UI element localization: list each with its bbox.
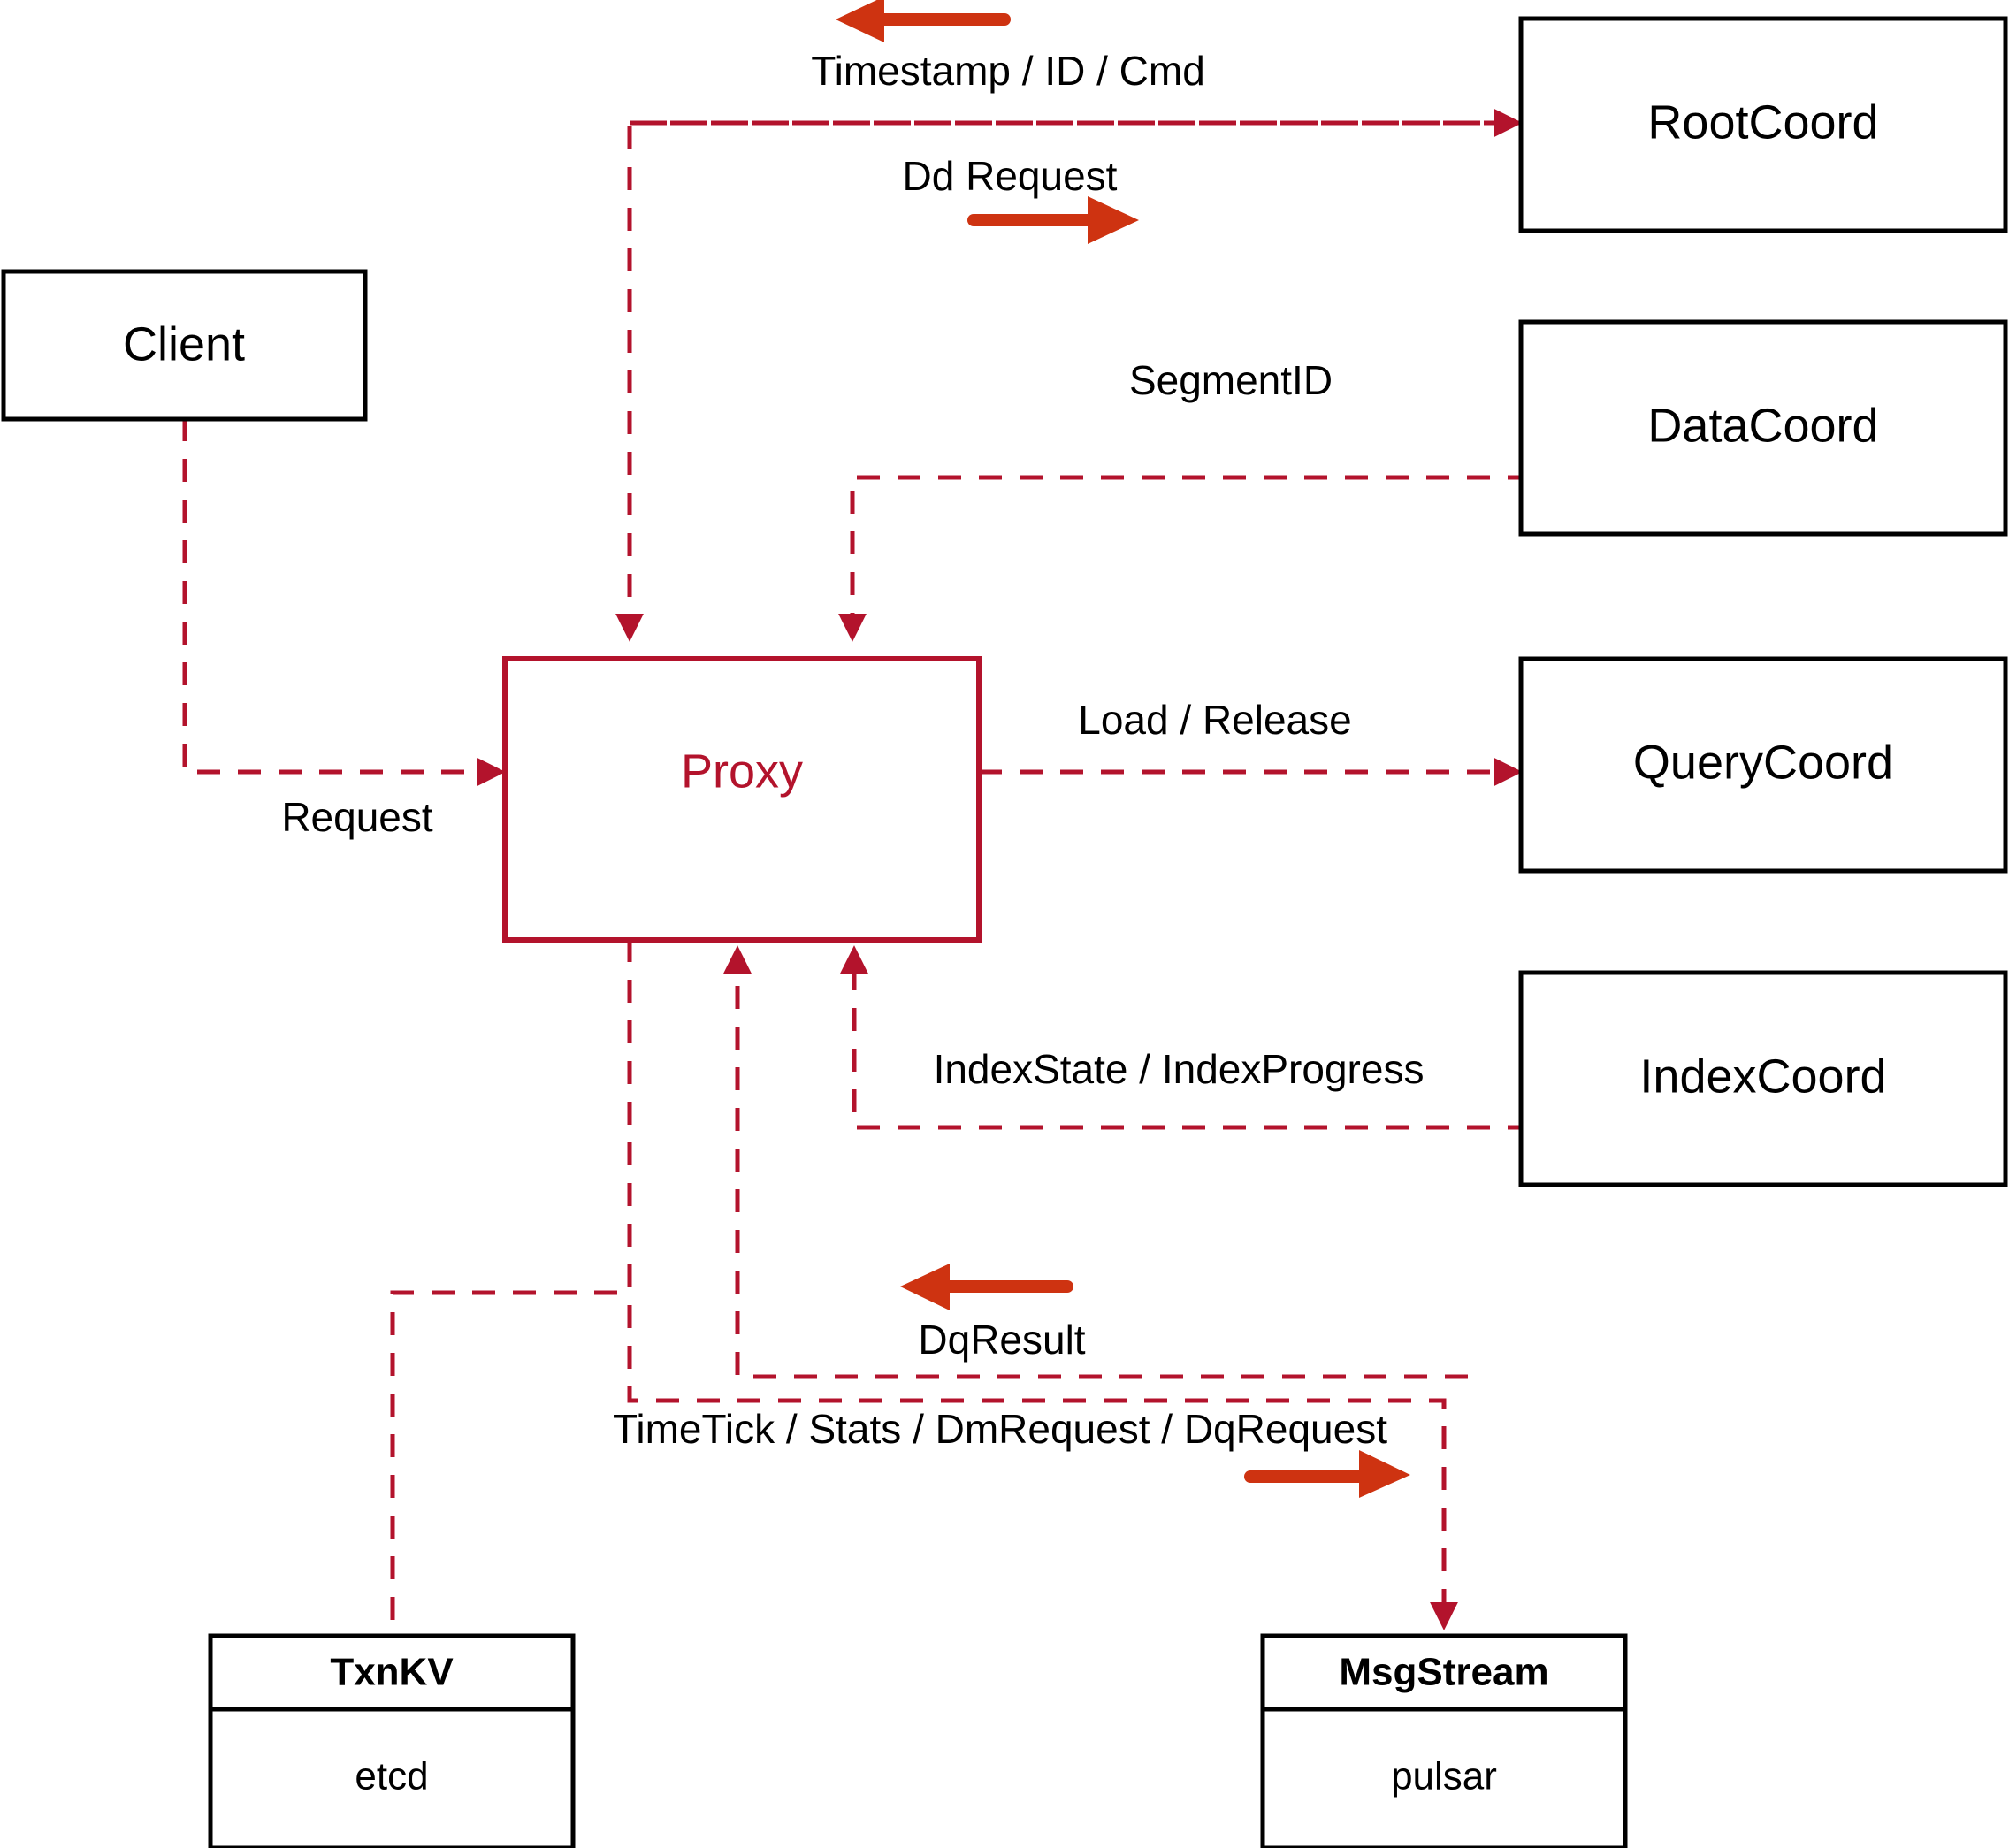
node-msgstream[interactable]: MsgStream pulsar — [1260, 1633, 1628, 1848]
node-querycoord[interactable]: QueryCoord — [1518, 656, 2008, 874]
node-txnkv[interactable]: TxnKV etcd — [208, 1633, 576, 1848]
node-rootcoord[interactable]: RootCoord — [1518, 16, 2008, 233]
direction-arrow-dqrequest — [1244, 1450, 1410, 1498]
node-txnkv-sublabel: etcd — [355, 1755, 428, 1798]
direction-arrow-dd-request — [967, 196, 1139, 244]
node-proxy[interactable]: Proxy — [502, 656, 982, 943]
node-datacoord-label: DataCoord — [1647, 399, 1878, 452]
edge-indexcoord-proxy-path — [839, 945, 1531, 1130]
edge-msgstream-proxy-path — [722, 945, 1468, 1379]
node-msgstream-sublabel: pulsar — [1391, 1755, 1497, 1798]
node-rootcoord-label: RootCoord — [1647, 95, 1878, 149]
node-datacoord[interactable]: DataCoord — [1518, 319, 2008, 537]
edge-rootcoord-proxy-path — [615, 120, 1521, 642]
node-querycoord-label: QueryCoord — [1633, 736, 1893, 789]
node-txnkv-label: TxnKV — [330, 1651, 454, 1694]
edge-client-proxy-path — [182, 418, 506, 787]
edge-label-timestamp-id-cmd: Timestamp / ID / Cmd — [811, 48, 1205, 94]
edge-label-load-release: Load / Release — [1078, 697, 1351, 743]
node-indexcoord-label: IndexCoord — [1639, 1050, 1886, 1103]
edge-proxy-msgstream-path — [627, 939, 1459, 1630]
edge-label-indexstate-indexprogress: IndexState / IndexProgress — [934, 1046, 1425, 1092]
node-client-label: Client — [123, 317, 245, 370]
direction-arrow-dqresult — [900, 1264, 1073, 1310]
direction-arrow-timestamp-id-cmd — [836, 0, 1011, 42]
edge-label-dd-request: Dd Request — [903, 153, 1118, 199]
node-msgstream-label: MsgStream — [1339, 1651, 1548, 1694]
edge-proxy-txnkv-path — [390, 939, 632, 1636]
edge-label-timetick-stats-dmrequest-dqrequest: TimeTick / Stats / DmRequest / DqRequest — [613, 1406, 1387, 1452]
edge-label-request: Request — [281, 794, 433, 840]
node-client[interactable]: Client — [1, 269, 368, 422]
edge-label-segmentid: SegmentID — [1129, 357, 1333, 403]
edge-datacoord-proxy-path — [837, 475, 1531, 642]
node-indexcoord[interactable]: IndexCoord — [1518, 970, 2008, 1187]
node-proxy-label: Proxy — [681, 745, 803, 798]
edge-label-dqresult: DqResult — [918, 1317, 1085, 1363]
